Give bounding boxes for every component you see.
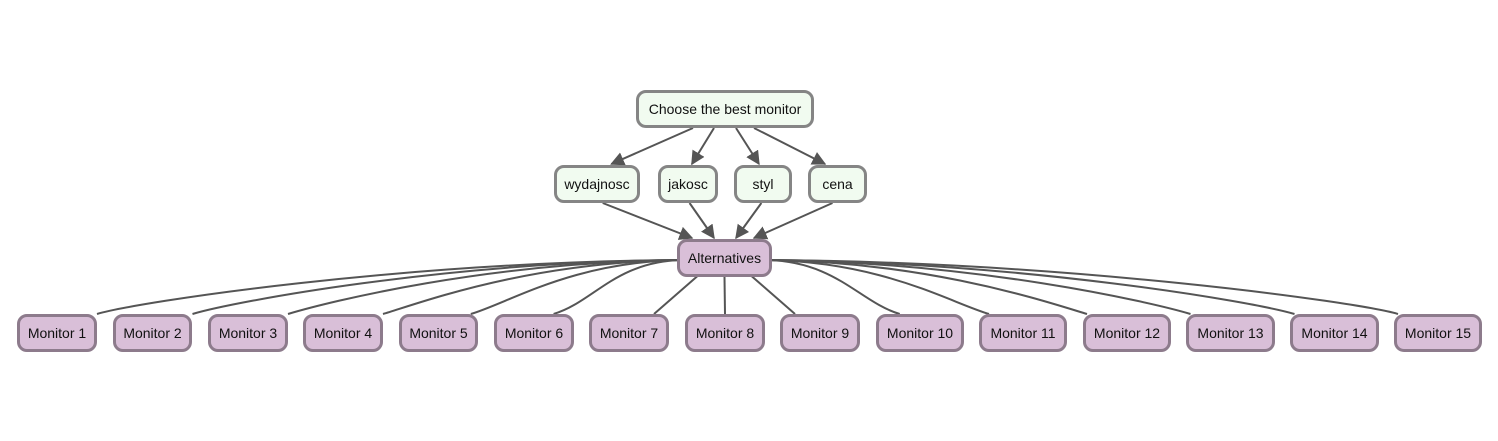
alternatives-hub-node[interactable]: Alternatives [677,239,772,277]
edge-criterion-to-hub-4 [752,202,833,240]
alternative-node-monitor-4[interactable]: Monitor 4 [303,314,383,352]
edge-hub-to-monitor-6 [553,259,682,315]
alternative-node-monitor-1[interactable]: Monitor 1 [17,314,97,352]
edge-hub-to-monitor-15 [767,259,1399,315]
alternative-node-monitor-3[interactable]: Monitor 3 [208,314,288,352]
criterion-node-wydajnosc[interactable]: wydajnosc [554,165,640,203]
edge-goal-to-criterion-2 [691,127,715,166]
edge-hub-to-monitor-5 [470,259,682,315]
edge-hub-to-monitor-9 [747,272,796,315]
edge-hub-to-monitor-8 [723,276,726,315]
edge-hub-to-monitor-1 [96,259,682,315]
edge-hub-to-monitor-4 [382,259,682,315]
edge-hub-to-monitor-11 [767,259,990,315]
edge-hub-to-monitor-13 [767,259,1191,315]
criterion-node-cena[interactable]: cena [808,165,867,203]
edge-hub-to-monitor-10 [767,259,901,315]
alternative-node-monitor-2[interactable]: Monitor 2 [113,314,192,352]
edge-criterion-to-hub-3 [735,202,763,240]
alternative-node-monitor-14[interactable]: Monitor 14 [1290,314,1379,352]
edge-criterion-to-hub-1 [602,202,694,240]
alternative-node-monitor-15[interactable]: Monitor 15 [1394,314,1482,352]
alternative-node-monitor-11[interactable]: Monitor 11 [979,314,1067,352]
edge-goal-to-criterion-1 [610,127,694,166]
alternative-node-monitor-8[interactable]: Monitor 8 [685,314,765,352]
alternative-node-monitor-10[interactable]: Monitor 10 [876,314,964,352]
goal-node[interactable]: Choose the best monitor [636,90,814,128]
criterion-node-jakosc[interactable]: jakosc [658,165,718,203]
alternative-node-monitor-5[interactable]: Monitor 5 [399,314,478,352]
edge-goal-to-criterion-3 [735,127,760,166]
alternative-node-monitor-13[interactable]: Monitor 13 [1186,314,1275,352]
edge-goal-to-criterion-4 [753,127,827,165]
alternative-node-monitor-12[interactable]: Monitor 12 [1083,314,1171,352]
edge-hub-to-monitor-2 [192,259,682,315]
alternative-node-monitor-6[interactable]: Monitor 6 [494,314,574,352]
edge-hub-to-monitor-7 [653,272,702,315]
criterion-node-styl[interactable]: styl [734,165,792,203]
alternative-node-monitor-7[interactable]: Monitor 7 [589,314,669,352]
edge-hub-to-monitor-12 [767,259,1088,315]
alternative-node-monitor-9[interactable]: Monitor 9 [780,314,860,352]
edge-criterion-to-hub-2 [688,202,715,240]
edge-hub-to-monitor-3 [287,259,682,315]
